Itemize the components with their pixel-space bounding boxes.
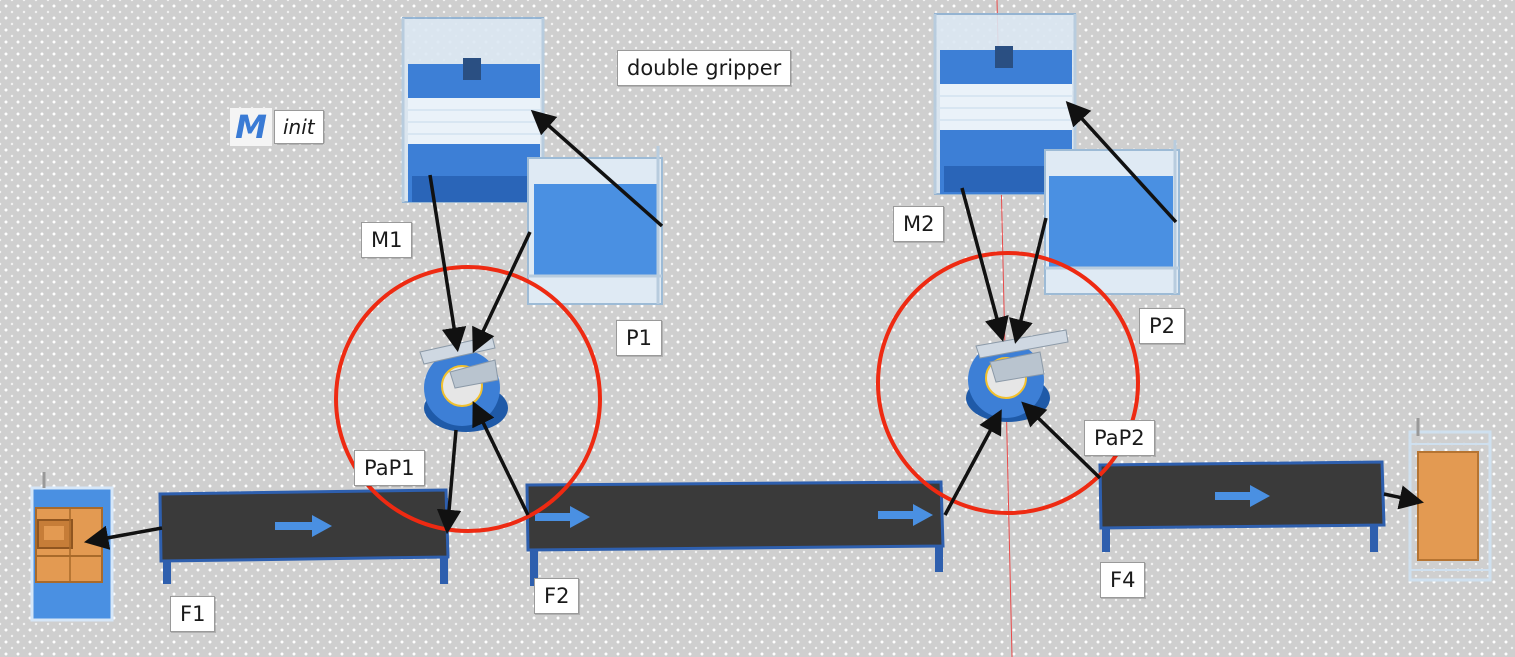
flow-arrow-icon <box>878 504 933 526</box>
machine-m2[interactable] <box>933 13 1077 195</box>
flow-arrow-icon <box>275 515 332 537</box>
label-pap1[interactable]: PaP1 <box>354 450 425 486</box>
label-f4[interactable]: F4 <box>1100 562 1146 598</box>
pallet-p1[interactable] <box>527 146 663 305</box>
label-pap2[interactable]: PaP2 <box>1084 420 1155 456</box>
label-f1[interactable]: F1 <box>170 596 216 632</box>
robot-range-pap2 <box>876 251 1140 515</box>
flow-arrow-icon <box>1215 485 1270 507</box>
conveyor-f4[interactable] <box>1098 460 1386 552</box>
label-m1[interactable]: M1 <box>361 222 413 258</box>
source-station[interactable] <box>30 472 114 622</box>
label-p1[interactable]: P1 <box>616 320 663 356</box>
label-f2[interactable]: F2 <box>534 578 580 614</box>
sink-cage[interactable] <box>1408 418 1492 582</box>
robot-pap1[interactable] <box>419 335 508 432</box>
double-gripper-note[interactable]: double gripper <box>617 50 792 86</box>
pallet-p2[interactable] <box>1044 140 1180 295</box>
main-method-icon[interactable]: M <box>230 108 272 146</box>
flow-connections <box>83 100 1424 550</box>
conveyor-f2[interactable] <box>525 480 945 586</box>
label-p2[interactable]: P2 <box>1139 308 1186 344</box>
robot-range-pap1 <box>334 265 602 533</box>
conveyor-f1[interactable] <box>158 488 450 584</box>
robot-pap2[interactable] <box>966 329 1069 422</box>
flow-arrow-icon <box>535 506 590 528</box>
label-m2[interactable]: M2 <box>893 206 945 242</box>
machine-m1[interactable] <box>401 17 545 203</box>
init-method-label[interactable]: init <box>274 110 324 144</box>
